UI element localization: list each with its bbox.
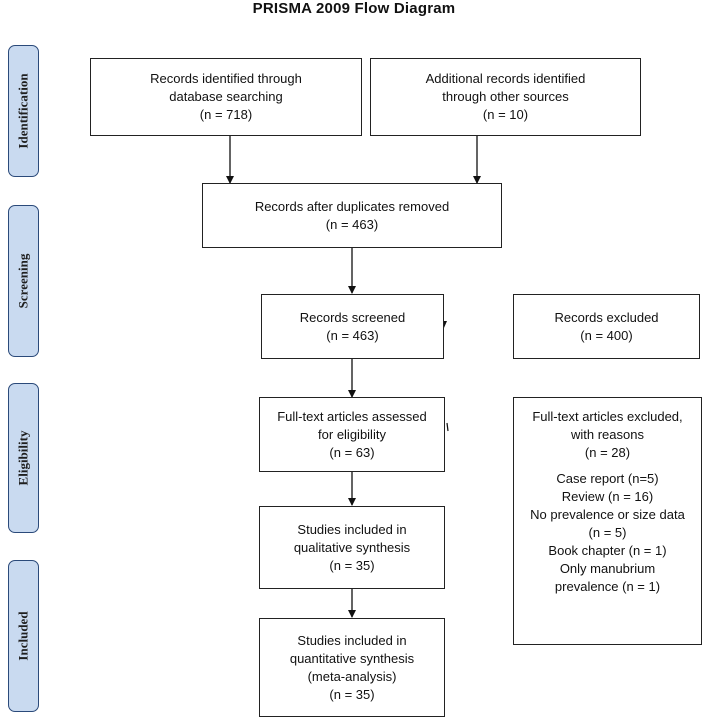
exclusion-reason-1: Case report (n=5)	[556, 471, 659, 486]
box-database-records: Records identified through database sear…	[90, 58, 362, 136]
fulltext-excluded-line-3: (n = 28)	[584, 445, 631, 460]
exclusion-reason-3: No prevalence or size data	[530, 507, 685, 522]
other-records-line-1: Additional records identified	[425, 71, 586, 86]
diagram-title: PRISMA 2009 Flow Diagram	[252, 0, 456, 17]
qualitative-line-2: qualitative synthesis	[293, 539, 411, 555]
quantitative-line-2: quantitative synthesis	[289, 650, 415, 666]
database-records-line-3: (n = 718)	[199, 107, 253, 122]
exclusion-reason-7: prevalence (n = 1)	[554, 579, 661, 594]
exclusion-reason-4: (n = 5)	[588, 525, 627, 540]
fulltext-assessed-line-1: Full-text articles assessed	[277, 408, 427, 424]
box-qualitative: Studies included in qualitative synthesi…	[259, 506, 445, 589]
box-screened: Records screened (n = 463)	[261, 294, 444, 359]
qualitative-line-3: (n = 35)	[329, 557, 375, 573]
box-fulltext-excluded: Full-text articles excluded, with reason…	[513, 397, 702, 645]
exclusion-reason-6: Only manubrium	[559, 561, 656, 576]
stage-screening: Screening	[8, 205, 39, 357]
box-after-duplicates: Records after duplicates removed (n = 46…	[202, 183, 502, 248]
box-other-records: Additional records identified through ot…	[370, 58, 641, 136]
exclusion-reason-5: Book chapter (n = 1)	[548, 543, 667, 558]
fulltext-assessed-line-3: (n = 63)	[329, 444, 375, 460]
after-duplicates-line-2: (n = 463)	[325, 216, 379, 232]
quantitative-line-4: (n = 35)	[329, 686, 375, 702]
stage-included: Included	[8, 560, 39, 712]
screened-line-1: Records screened	[299, 309, 406, 325]
excluded-line-1: Records excluded	[554, 309, 659, 325]
box-quantitative: Studies included in quantitative synthes…	[259, 618, 445, 717]
stage-eligibility: Eligibility	[8, 383, 39, 533]
stage-identification: Identification	[8, 45, 39, 177]
after-duplicates-line-1: Records after duplicates removed	[254, 198, 450, 214]
database-records-line-2: database searching	[169, 89, 283, 104]
other-records-line-2: through other sources	[442, 89, 569, 104]
database-records-line-1: Records identified through	[150, 71, 302, 86]
arrow-fulltext-tick	[446, 422, 449, 432]
excluded-line-2: (n = 400)	[580, 327, 633, 343]
quantitative-line-3: (meta-analysis)	[307, 668, 397, 684]
screened-line-2: (n = 463)	[326, 327, 379, 343]
fulltext-excluded-line-1: Full-text articles excluded,	[532, 409, 683, 424]
box-fulltext-assessed: Full-text articles assessed for eligibil…	[259, 397, 445, 472]
other-records-line-3: (n = 10)	[482, 107, 529, 122]
quantitative-line-1: Studies included in	[297, 632, 407, 648]
exclusion-reason-2: Review (n = 16)	[561, 489, 654, 504]
fulltext-excluded-line-2: with reasons	[571, 427, 644, 442]
box-excluded: Records excluded (n = 400)	[513, 294, 700, 359]
fulltext-assessed-line-2: for eligibility	[318, 426, 386, 442]
qualitative-line-1: Studies included in	[297, 521, 407, 537]
